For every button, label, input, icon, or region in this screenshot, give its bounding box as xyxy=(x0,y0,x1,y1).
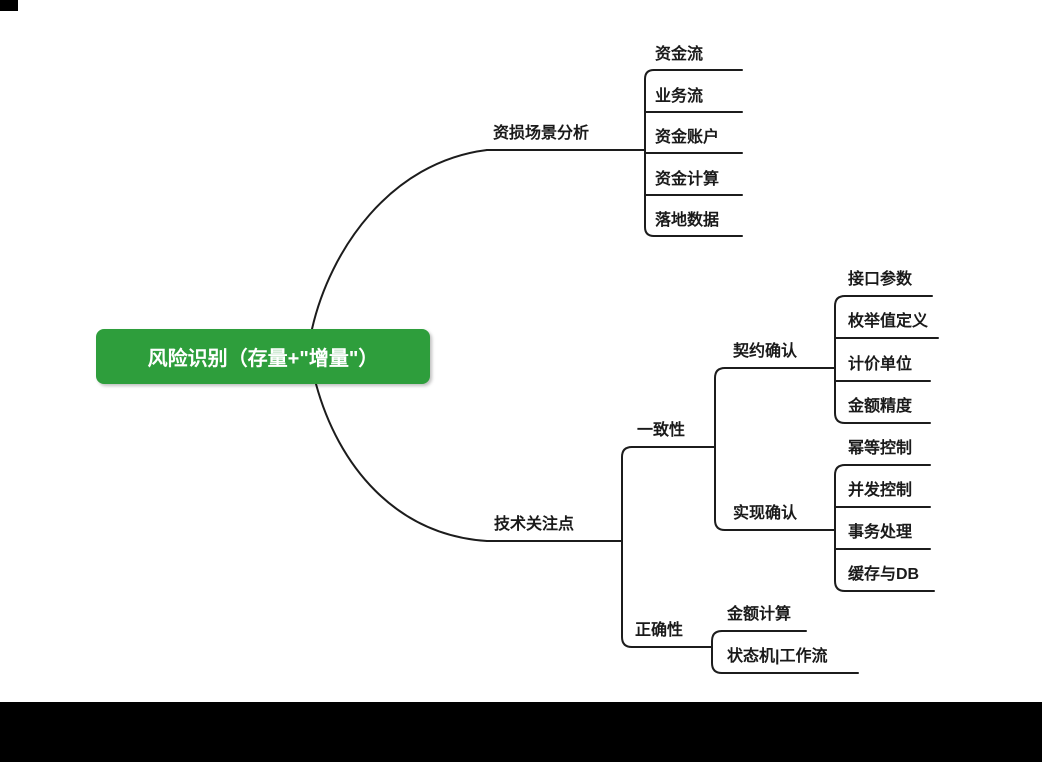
node-interface-params[interactable]: 接口参数 xyxy=(848,271,913,288)
connector-line xyxy=(834,464,846,592)
connector-line xyxy=(834,295,846,424)
node-idempotency-control[interactable]: 幂等控制 xyxy=(848,440,913,457)
node-tech-focus[interactable]: 技术关注点 xyxy=(494,516,575,533)
top-branch-connectors xyxy=(486,69,743,237)
node-enum-definition[interactable]: 枚举值定义 xyxy=(848,313,929,330)
node-amount-precision[interactable]: 金额精度 xyxy=(848,398,913,415)
node-correctness[interactable]: 正确性 xyxy=(635,622,684,639)
node-amount-calculation[interactable]: 金额计算 xyxy=(727,606,792,623)
connector-line xyxy=(621,446,633,648)
connector-line xyxy=(311,149,488,330)
node-concurrency-control[interactable]: 并发控制 xyxy=(848,482,913,499)
node-landing-data[interactable]: 落地数据 xyxy=(655,212,720,229)
top-left-black-block xyxy=(0,0,18,11)
node-pricing-unit[interactable]: 计价单位 xyxy=(848,356,913,373)
node-loss-scenario-analysis[interactable]: 资损场景分析 xyxy=(493,125,590,142)
node-root[interactable]: 风险识别（存量+"增量"） xyxy=(96,329,430,384)
connector-line xyxy=(714,367,726,531)
connector-line xyxy=(711,630,723,674)
bottom-black-bar xyxy=(0,702,1042,762)
node-funds-account[interactable]: 资金账户 xyxy=(655,129,720,146)
node-business-flow[interactable]: 业务流 xyxy=(655,88,704,105)
node-state-machine-workflow[interactable]: 状态机|工作流 xyxy=(727,648,828,665)
bottom-branch-connectors xyxy=(486,446,716,648)
node-contract-confirmation[interactable]: 契约确认 xyxy=(733,343,798,360)
implementation-children-connectors xyxy=(834,464,935,592)
node-cache-and-db[interactable]: 缓存与DB xyxy=(848,566,920,583)
node-funds-calculation[interactable]: 资金计算 xyxy=(655,171,720,188)
contract-children-connectors xyxy=(834,295,939,424)
consistency-children-connectors xyxy=(714,367,836,531)
connector-line xyxy=(315,383,488,542)
correctness-children-connectors xyxy=(711,630,859,674)
node-consistency[interactable]: 一致性 xyxy=(637,422,686,439)
node-implementation-confirmation[interactable]: 实现确认 xyxy=(733,505,798,522)
node-funds-flow[interactable]: 资金流 xyxy=(655,46,704,63)
node-transaction-handling[interactable]: 事务处理 xyxy=(848,524,913,541)
root-branch-connectors xyxy=(311,149,488,542)
